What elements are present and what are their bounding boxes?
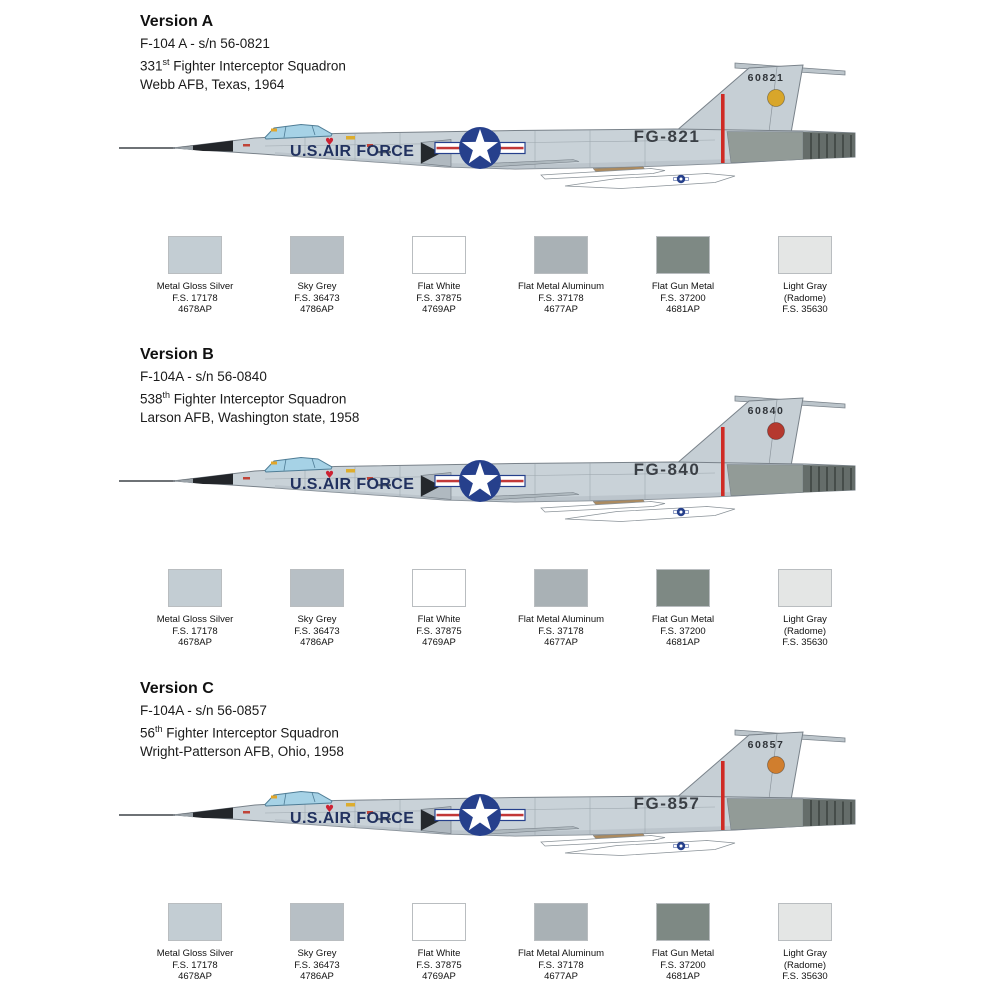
version-b-section: Version B F-104A - s/n 56-0840 538th Fig… xyxy=(0,333,1000,666)
squadron-line: 56th Fighter Interceptor Squadron xyxy=(140,724,339,741)
base-line: Larson AFB, Washington state, 1958 xyxy=(140,409,360,425)
squadron-line: 331st Fighter Interceptor Squadron xyxy=(140,57,346,74)
paint-label: Light Gray(Radome)F.S. 35630 xyxy=(782,281,828,315)
paint-chip xyxy=(412,569,466,607)
squadron-line: 538th Fighter Interceptor Squadron xyxy=(140,390,347,407)
tail-code: FG-857 xyxy=(634,794,701,813)
paint-chip xyxy=(290,236,344,274)
paint-chip xyxy=(656,903,710,941)
paint-chip xyxy=(412,903,466,941)
paint-chip xyxy=(778,236,832,274)
paint-chip xyxy=(290,903,344,941)
version-a-section: Version A F-104 A - s/n 56-0821 331st Fi… xyxy=(0,0,1000,333)
fin-serial: 60821 xyxy=(748,72,785,84)
paint-chip xyxy=(168,236,222,274)
aircraft-profile-version-b: 60840 FG-840 xyxy=(115,381,865,541)
version-c-section: Version C F-104A - s/n 56-0857 56th Figh… xyxy=(0,667,1000,1000)
paint-chip xyxy=(778,903,832,941)
tail-code: FG-840 xyxy=(634,460,701,479)
tail-code: FG-821 xyxy=(634,127,701,146)
fin-serial: 60840 xyxy=(748,405,785,417)
version-a-header: Version A F-104 A - s/n 56-0821 331st Fi… xyxy=(140,13,346,94)
base-line: Wright-Patterson AFB, Ohio, 1958 xyxy=(140,743,344,759)
fin-serial: 60857 xyxy=(748,739,785,751)
tail-emblem xyxy=(767,756,785,774)
tail-emblem xyxy=(767,422,785,440)
paint-chip xyxy=(168,903,222,941)
aircraft-designation: F-104A - s/n 56-0840 xyxy=(140,369,267,384)
paint-label: Light Gray(Radome)F.S. 35630 xyxy=(782,614,828,648)
paint-chip xyxy=(534,903,588,941)
aircraft-designation: F-104 A - s/n 56-0821 xyxy=(140,36,270,51)
paint-label: Light Gray(Radome)F.S. 35630 xyxy=(782,948,828,982)
paint-chip xyxy=(778,569,832,607)
paint-chip xyxy=(656,569,710,607)
tail-emblem xyxy=(767,89,785,107)
paint-chip xyxy=(534,569,588,607)
base-line: Webb AFB, Texas, 1964 xyxy=(140,76,285,92)
version-title: Version C xyxy=(140,680,214,697)
paint-chip xyxy=(534,236,588,274)
paint-chip xyxy=(412,236,466,274)
paint-swatch: Light Gray(Radome)F.S. 35630 xyxy=(751,569,859,649)
version-b-header: Version B F-104A - s/n 56-0840 538th Fig… xyxy=(140,346,359,427)
aircraft-designation: F-104A - s/n 56-0857 xyxy=(140,703,267,718)
version-c-header: Version C F-104A - s/n 56-0857 56th Figh… xyxy=(140,680,344,761)
paint-swatch: Light Gray(Radome)F.S. 35630 xyxy=(751,236,859,316)
aircraft-profile-version-c: 60857 FG-857 xyxy=(115,715,865,875)
paint-chip xyxy=(290,569,344,607)
version-title: Version B xyxy=(140,346,214,363)
paint-chip xyxy=(656,236,710,274)
paint-chip xyxy=(168,569,222,607)
version-title: Version A xyxy=(140,13,214,30)
aircraft-profile-version-a: 60821 FG-821 xyxy=(115,48,865,208)
paint-swatch: Light Gray(Radome)F.S. 35630 xyxy=(751,903,859,983)
